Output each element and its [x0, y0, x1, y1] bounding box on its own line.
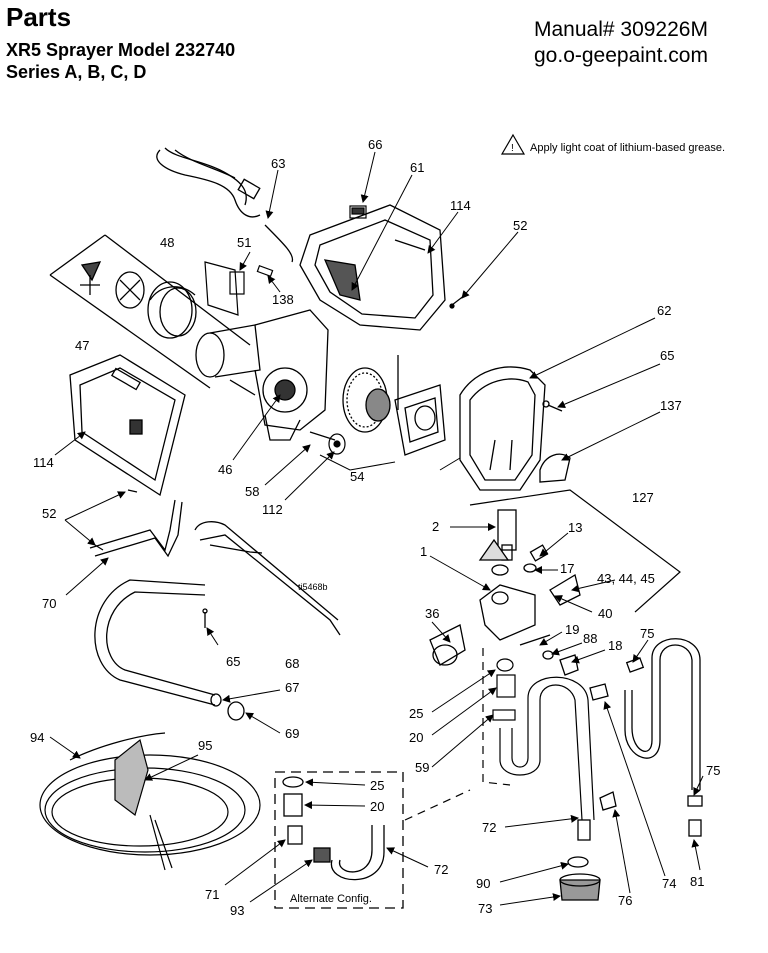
- motor-housing-drawing: [299, 204, 446, 331]
- label-65-frame: 65: [226, 654, 240, 669]
- label-51: 51: [237, 235, 251, 250]
- drawing-id: ti5468b: [298, 582, 328, 592]
- label-47: 47: [75, 338, 89, 353]
- label-90: 90: [476, 876, 490, 891]
- website-url: go.o-geepaint.com: [534, 44, 708, 67]
- manual-number: Manual# 309226M: [534, 18, 708, 41]
- label-58: 58: [245, 484, 259, 499]
- pump-bracket-drawing: [469, 489, 681, 613]
- label-54: 54: [350, 469, 364, 484]
- warning-triangle-icon: !: [500, 133, 526, 155]
- leader-lines: [49, 151, 704, 906]
- series-subtitle: Series A, B, C, D: [6, 62, 147, 82]
- alt-config-connector: [404, 789, 471, 821]
- label-59: 59: [415, 760, 429, 775]
- label-114-top: 114: [450, 198, 471, 213]
- label-20-pump: 20: [409, 730, 423, 745]
- label-25-pump: 25: [409, 706, 423, 721]
- power-cord-drawing: [156, 147, 294, 263]
- model-subtitle: XR5 Sprayer Model 232740: [6, 40, 236, 60]
- label-72-main: 72: [482, 820, 496, 835]
- frame-drawing: [94, 521, 341, 721]
- label-81: 81: [690, 874, 704, 889]
- handle-70-drawing: [89, 499, 183, 558]
- switch-drawing: [349, 205, 367, 219]
- label-36: 36: [425, 606, 439, 621]
- label-114-left: 114: [33, 455, 54, 470]
- label-18: 18: [608, 638, 622, 653]
- washer-drawing: [309, 431, 346, 455]
- label-1: 1: [420, 544, 427, 559]
- page-title: Parts: [6, 2, 72, 32]
- label-67: 67: [285, 680, 299, 695]
- label-93: 93: [230, 903, 244, 918]
- svg-text:!: !: [511, 143, 514, 154]
- grease-note: Apply light coat of lithium-based grease…: [530, 142, 726, 154]
- return-tube-drawing: [589, 638, 703, 837]
- alternate-config-label: Alternate Config.: [290, 893, 372, 905]
- label-46: 46: [218, 462, 232, 477]
- label-94: 94: [30, 730, 44, 745]
- label-95: 95: [198, 738, 212, 753]
- label-68: 68: [285, 656, 299, 671]
- label-75-bottom: 75: [706, 763, 720, 778]
- pump-drawing: [429, 509, 581, 676]
- alternate-config-box: [274, 771, 404, 909]
- part-labels: 63 66 61 114 52 48 51 138 47 62 65 137 1…: [30, 137, 720, 918]
- label-127: 127: [632, 490, 654, 505]
- label-25-alt: 25: [370, 778, 384, 793]
- bracket-drawing: [204, 261, 274, 316]
- front-cover-drawing: [459, 366, 571, 491]
- suction-tube-drawing: [559, 819, 601, 901]
- label-69: 69: [285, 726, 299, 741]
- fan-assembly-drawing: [49, 234, 251, 389]
- label-66: 66: [368, 137, 382, 152]
- label-75-top: 75: [640, 626, 654, 641]
- side-screws-drawing: [94, 489, 138, 551]
- label-74: 74: [662, 876, 676, 891]
- label-61: 61: [410, 160, 424, 175]
- motor-drawing: [195, 309, 329, 441]
- gear-drawing: [342, 355, 446, 456]
- label-71: 71: [205, 887, 219, 902]
- label-62: 62: [657, 303, 671, 318]
- label-137: 137: [660, 398, 682, 413]
- label-88: 88: [583, 631, 597, 646]
- label-13: 13: [568, 520, 582, 535]
- label-70: 70: [42, 596, 56, 611]
- side-housing-drawing: [69, 354, 186, 497]
- label-72-alt: 72: [434, 862, 448, 877]
- label-40: 40: [598, 606, 612, 621]
- label-43-44-45: 43, 44, 45: [597, 571, 655, 586]
- label-73: 73: [478, 901, 492, 916]
- label-2: 2: [432, 519, 439, 534]
- label-63: 63: [271, 156, 285, 171]
- pump-lower-dashed-group: [482, 648, 595, 821]
- label-48: 48: [160, 235, 174, 250]
- label-138: 138: [272, 292, 294, 307]
- label-17: 17: [560, 561, 574, 576]
- label-52-top: 52: [513, 218, 527, 233]
- label-20-alt: 20: [370, 799, 384, 814]
- label-65-top: 65: [660, 348, 674, 363]
- label-76: 76: [618, 893, 632, 908]
- label-52-left: 52: [42, 506, 56, 521]
- label-112: 112: [262, 502, 283, 517]
- label-19: 19: [565, 622, 579, 637]
